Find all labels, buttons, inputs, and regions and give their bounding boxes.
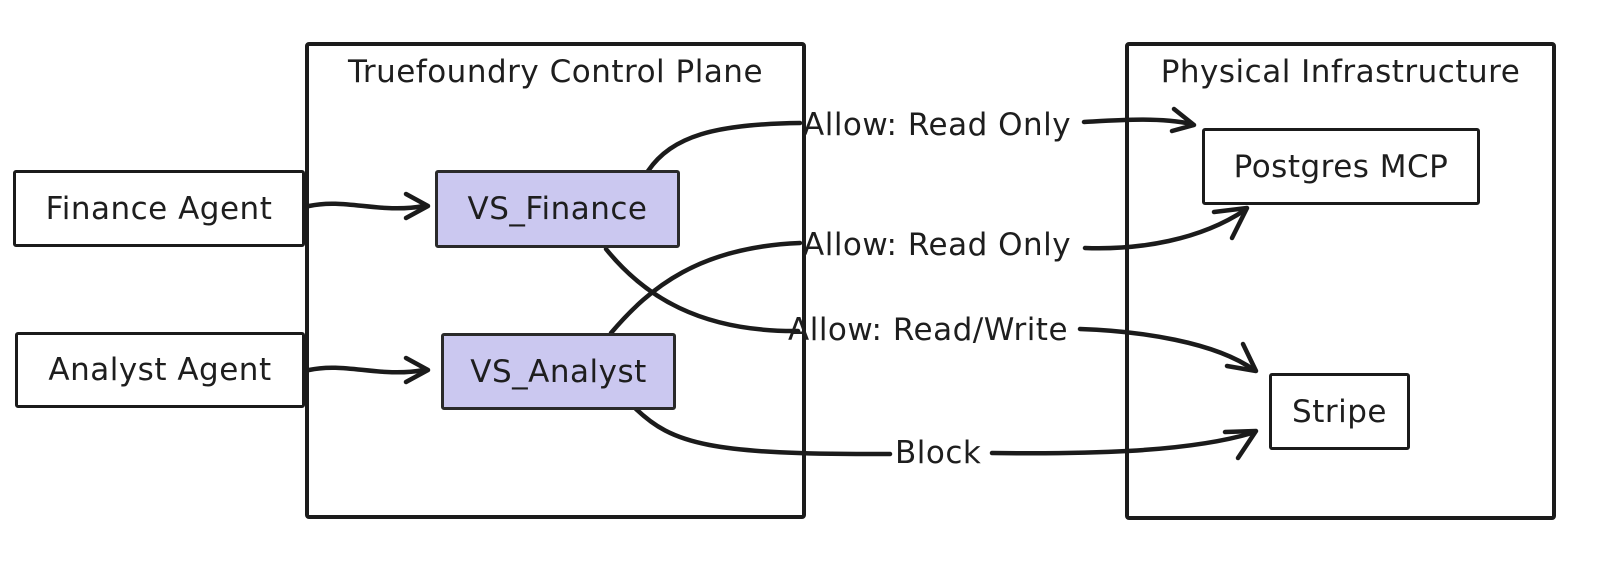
group-physical-infrastructure: Physical Infrastructure [1125, 42, 1556, 520]
arrowhead-icon [403, 355, 431, 385]
edge-vs-analyst-to-postgres [608, 205, 1250, 336]
arrowhead-icon [1169, 106, 1197, 134]
edge-label-allow-read-write: Allow: Read/Write [788, 312, 1069, 348]
edge-finance-agent-to-vs-finance [306, 191, 431, 221]
arrowhead-icon [1211, 205, 1250, 241]
node-postgres-mcp: Postgres MCP [1202, 128, 1480, 205]
edge-analyst-agent-to-vs-analyst [306, 355, 431, 385]
group-title-control-plane: Truefoundry Control Plane [347, 54, 764, 90]
arrowhead-icon [1222, 428, 1259, 461]
edge-label-allow-read-only-finance: Allow: Read Only [803, 107, 1072, 143]
edge-vs-finance-to-postgres [645, 106, 1197, 174]
node-finance-agent: Finance Agent [13, 170, 305, 247]
node-analyst-agent: Analyst Agent [15, 332, 305, 408]
group-truefoundry-control-plane: Truefoundry Control Plane [305, 42, 806, 519]
group-title-physical-infrastructure: Physical Infrastructure [1160, 54, 1521, 90]
edge-vs-analyst-to-stripe [632, 405, 1259, 461]
arrowhead-icon [403, 191, 431, 221]
edge-vs-finance-to-stripe [603, 246, 1259, 374]
node-stripe: Stripe [1269, 373, 1410, 450]
node-vs-analyst: VS_Analyst [441, 333, 676, 410]
arrowhead-icon [1224, 341, 1259, 374]
node-vs-finance: VS_Finance [435, 170, 680, 248]
edge-label-block: Block [895, 435, 982, 471]
edge-label-allow-read-only-analyst: Allow: Read Only [803, 227, 1072, 263]
